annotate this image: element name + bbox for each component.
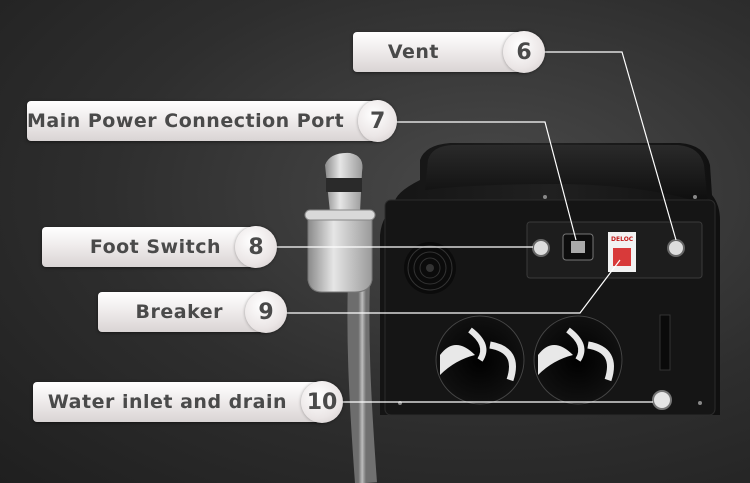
callout-label: Foot Switch [89, 236, 221, 258]
callout-vent: Vent 6 [353, 31, 545, 73]
callout-breaker: Breaker 9 [98, 291, 287, 333]
foot-switch-port [532, 239, 550, 257]
screw [543, 195, 547, 199]
water-connector [652, 390, 672, 410]
callout-water-inlet-and-drain: Water inlet and drain 10 [33, 381, 343, 423]
screw [693, 195, 697, 199]
right-fan [533, 315, 623, 405]
callout-foot-switch: Foot Switch 8 [42, 226, 277, 268]
screw [698, 401, 702, 405]
callout-label: Vent [387, 41, 439, 63]
callout-number: 8 [235, 226, 277, 268]
machine-top-shell [425, 145, 708, 205]
left-fan [435, 315, 525, 405]
leader-line-6 [540, 51, 677, 241]
callout-number: 7 [358, 100, 397, 142]
leader-line-9 [282, 259, 621, 314]
leader-line-7 [392, 121, 577, 241]
handpiece-holder [307, 211, 373, 293]
callout-label: Main Power Connection Port [27, 110, 345, 132]
callout-number: 10 [301, 381, 343, 423]
leader-lines [272, 51, 677, 403]
vent-port [667, 239, 685, 257]
callout-number: 9 [245, 291, 287, 333]
callout-label: Breaker [135, 301, 223, 323]
brand-label: DELOC [611, 236, 634, 243]
side-slot [659, 314, 671, 371]
callout-main-power-connection-port: Main Power Connection Port 7 [27, 100, 397, 142]
small-fan-grille [404, 242, 456, 294]
handpiece-band [326, 178, 362, 192]
callout-label: Water inlet and drain [47, 391, 287, 413]
callout-number: 6 [503, 31, 545, 73]
